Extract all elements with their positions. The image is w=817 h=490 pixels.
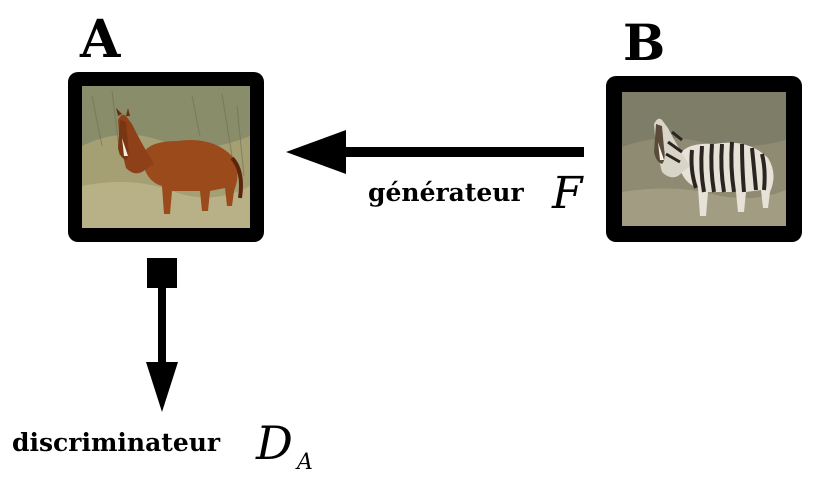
domain-b-image-frame (606, 76, 802, 242)
domain-b-label: B (623, 13, 666, 72)
generator-symbol: F (552, 168, 583, 219)
zebra-image (622, 92, 786, 226)
discriminator-symbol: D (256, 416, 293, 470)
discriminator-arrow-tail-square (147, 258, 177, 288)
domain-a-label: A (80, 9, 121, 70)
discriminator-subscript: A (297, 450, 313, 475)
discriminator-arrow (146, 258, 178, 412)
horse-image (82, 86, 250, 228)
domain-a-image-frame (68, 72, 264, 242)
discriminator-caption: discriminateur (12, 428, 221, 457)
generator-arrow (286, 130, 584, 174)
generator-caption: générateur (368, 178, 524, 207)
